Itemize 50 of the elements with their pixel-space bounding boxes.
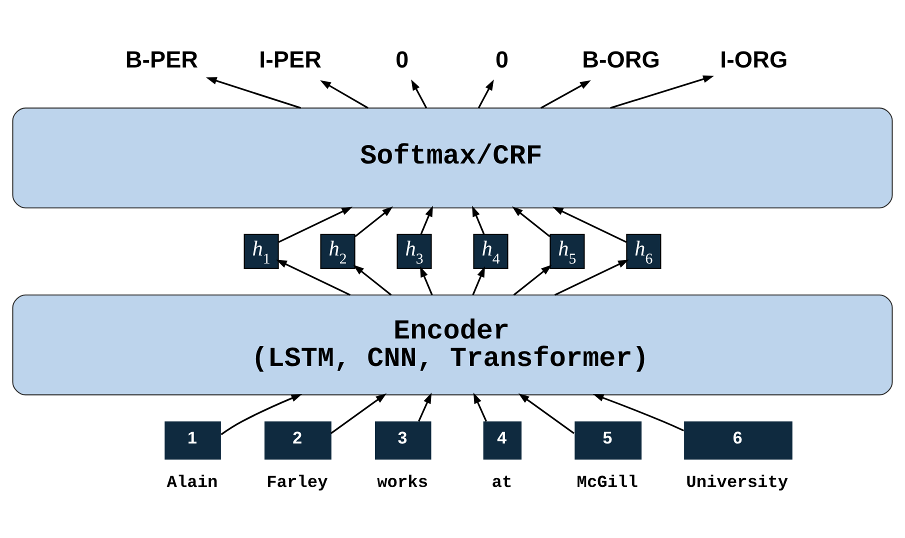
node-box: 3 (374, 420, 432, 460)
arrow (411, 78, 428, 108)
node-label: University (686, 474, 788, 493)
arrow (512, 206, 550, 237)
node-text: 0 (396, 46, 409, 72)
node-box: 1 (164, 420, 221, 460)
arrow (320, 80, 368, 108)
node-box: 5 (574, 420, 642, 460)
node-text: I-ORG (720, 46, 788, 72)
arrow (472, 266, 485, 295)
node-text: B-ORG (582, 46, 660, 72)
node-box: h$_{3}$ (396, 233, 432, 268)
arrow (420, 205, 433, 234)
node-box: h$_{6}$ (626, 233, 662, 268)
arrow (513, 264, 552, 296)
node-box: 6 (684, 420, 792, 460)
arrow (278, 206, 353, 242)
arrow (478, 78, 494, 108)
arrow (418, 392, 432, 422)
arrow (540, 80, 591, 108)
node-box: 4 (483, 420, 522, 460)
arrow (354, 206, 393, 237)
node-label: McGill (576, 474, 638, 493)
arrow (473, 392, 487, 422)
arrow (518, 392, 574, 434)
node-text: I-PER (259, 46, 322, 72)
node-box: Encoder (LSTM, CNN, Transformer) (12, 294, 893, 395)
arrow (276, 259, 351, 296)
arrow (353, 264, 392, 296)
node-box: h$_{2}$ (320, 233, 356, 268)
arrow (592, 394, 684, 431)
node-label: works (377, 474, 428, 493)
arrow (206, 76, 301, 108)
node-box: Softmax/CRF (12, 107, 893, 208)
arrow (330, 392, 387, 434)
arrow (610, 74, 714, 108)
node-label: Farley (266, 474, 328, 493)
node-box: h$_{1}$ (244, 233, 279, 268)
node-box: h$_{5}$ (550, 233, 585, 268)
node-text: 0 (496, 46, 509, 72)
node-box: h$_{4}$ (473, 233, 508, 268)
node-label: at (492, 474, 512, 493)
node-box: 2 (264, 420, 332, 460)
arrow (554, 259, 629, 296)
arrow (472, 205, 485, 234)
node-text: B-PER (125, 46, 198, 72)
arrow (552, 206, 627, 242)
node-label: Alain (166, 474, 218, 493)
arrow (220, 393, 302, 435)
arrow (420, 266, 433, 295)
